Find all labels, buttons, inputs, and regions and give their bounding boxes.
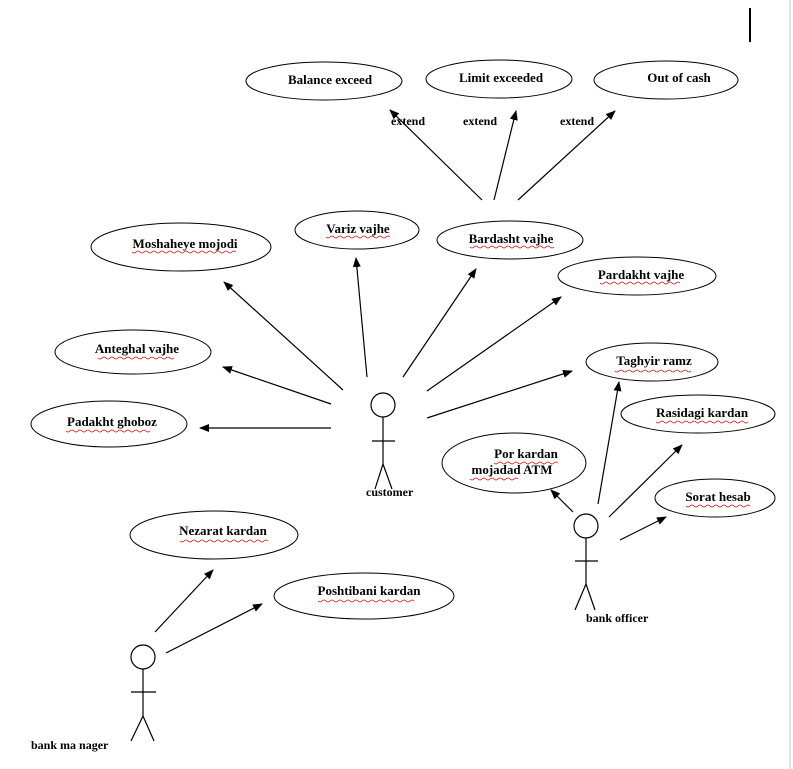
- customer-associations: [199, 257, 573, 432]
- usecase-label: Taghyir ramz: [616, 353, 692, 368]
- usecase-balance-exceed: Balance exceed: [245, 61, 403, 101]
- usecase-sorat-hesab: Sorat hesab: [654, 478, 776, 518]
- extend-label: extend: [391, 114, 425, 128]
- usecase-pardakht-vajhe: Pardakht vajhe: [557, 256, 717, 296]
- usecase-moshaheye-mojodi: Moshaheye mojodi: [90, 222, 272, 272]
- usecase-anteghal-vajhe: Anteghal vajhe: [54, 329, 212, 375]
- usecase-label: Rasidagi kardan: [656, 405, 749, 420]
- usecase-nezarat-kardan: Nezarat kardan: [129, 510, 299, 560]
- actor-customer: [370, 392, 396, 490]
- usecase-label: Anteghal vajhe: [95, 341, 179, 356]
- usecase-label: Moshaheye mojodi: [132, 236, 237, 251]
- extend-arrows: [389, 109, 616, 201]
- extend-label: extend: [560, 114, 594, 128]
- usecase-taghyir-ramz: Taghyir ramz: [585, 342, 719, 382]
- extend-label: extend: [463, 114, 497, 128]
- usecase-out-of-cash: Out of cash: [593, 60, 739, 100]
- usecase-label: Sorat hesab: [685, 489, 750, 504]
- usecase-label: Balance exceed: [288, 72, 373, 87]
- actor-label-bank-officer: bank officer: [586, 611, 649, 625]
- usecase-padakht-ghoboz: Padakht ghoboz: [30, 400, 188, 448]
- usecase-bardasht-vajhe: Bardasht vajhe: [436, 220, 584, 260]
- usecase-label: Por kardan: [494, 446, 558, 461]
- actor-bank-officer: [573, 513, 599, 611]
- usecase-label: Bardasht vajhe: [469, 231, 554, 246]
- actor-label-bank-manager: bank ma nager: [31, 738, 109, 752]
- usecase-rasidagi-kardan: Rasidagi kardan: [620, 394, 776, 434]
- bank-manager-associations: [154, 569, 263, 654]
- usecase-label: Variz vajhe: [326, 221, 390, 236]
- usecase-poshtibani-kardan: Poshtibani kardan: [273, 572, 455, 620]
- usecase-label: Pardakht vajhe: [598, 267, 685, 282]
- usecase-label: Nezarat kardan: [179, 523, 268, 538]
- usecase-variz-vajhe: Variz vajhe: [294, 210, 420, 250]
- usecase-label: Poshtibani kardan: [318, 583, 422, 598]
- bank-officer-associations: [550, 381, 683, 541]
- usecase-label: Padakht ghoboz: [67, 414, 157, 429]
- usecase-label: mojadad ATM: [471, 462, 552, 477]
- actor-bank-manager: [130, 644, 156, 742]
- actor-label-customer: customer: [366, 485, 414, 499]
- usecase-label: Out of cash: [647, 70, 711, 85]
- usecase-limit-exceeded: Limit exceeded: [425, 59, 573, 99]
- usecase-label: Limit exceeded: [459, 70, 544, 85]
- usecase-por-kardan-atm: Por kardan mojadad ATM: [441, 432, 587, 494]
